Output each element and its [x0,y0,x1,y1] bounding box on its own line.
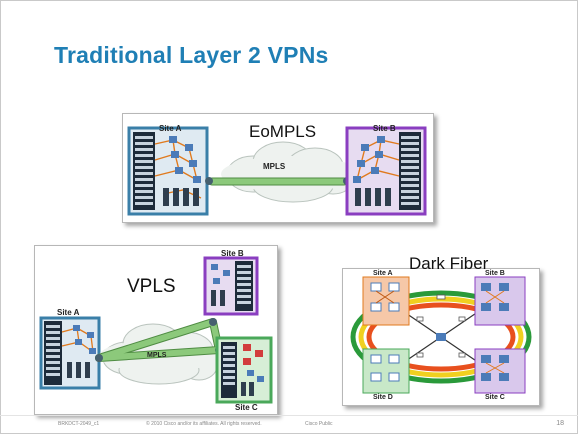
eompls-diagram [127,126,427,216]
vpls-site-c-label: Site C [235,403,258,412]
df-site-c-label: Site C [485,394,505,401]
page-number: 18 [556,420,564,427]
df-site-d-box [362,348,410,394]
df-site-a-label: Site A [373,270,393,277]
eompls-site-b-label: Site B [373,124,396,133]
dark-fiber-heading: Dark Fiber [409,254,489,273]
vpls-diagram [39,256,273,404]
fiber-ring-outer [350,290,532,384]
vpls-panel: Site A Site B Site C VPLS MPLS [34,245,278,415]
vpls-cloud-label: MPLS [147,352,167,359]
footer-id: BRKDCT-2049_c1 [58,421,100,427]
footer-public: Cisco Public [305,421,333,427]
df-site-d-label: Site D [373,394,393,401]
df-site-a-box [362,276,410,326]
df-site-b-label: Site B [485,270,505,277]
eompls-panel: Site A Site B EoMPLS MPLS [122,113,434,223]
vpls-heading: VPLS [127,276,176,297]
eompls-cloud-label: MPLS [263,162,286,171]
vpls-site-b-label: Site B [221,249,244,258]
dark-fiber-diagram [350,276,532,394]
dark-fiber-panel: Site A Site B Site D Site C [342,268,540,406]
eompls-heading: EoMPLS [249,122,317,141]
footer-rule [0,415,578,416]
vpls-site-a-label: Site A [57,308,80,317]
footer-copyright: © 2010 Cisco and/or its affiliates. All … [146,421,262,427]
fiber-ring-inner [366,302,516,372]
eompls-pipe [208,177,348,186]
slide-title: Traditional Layer 2 VPNs [54,42,329,68]
eompls-site-a-label: Site A [159,124,182,133]
